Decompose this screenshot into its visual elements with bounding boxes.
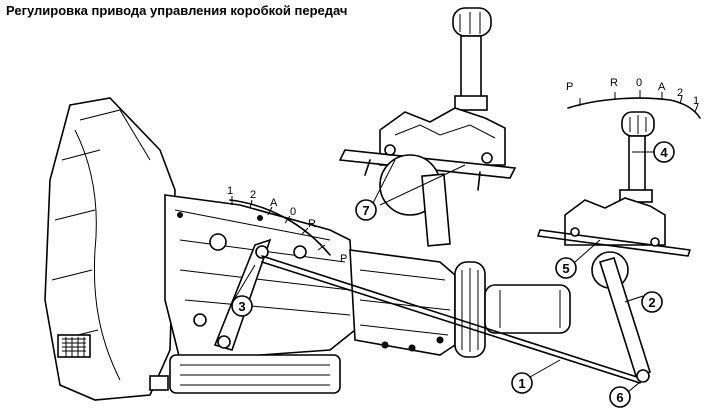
figure-title: Регулировка привода управления коробкой … <box>6 3 348 18</box>
lower-scale-label-p: P <box>340 253 347 265</box>
callout-4: 4 <box>653 141 675 163</box>
lower-scale-label-1: 1 <box>227 185 233 197</box>
callout-3: 3 <box>231 295 253 317</box>
lower-scale-label-a: A <box>270 197 278 209</box>
lower-scale-label-0: 0 <box>290 206 296 218</box>
control-rod <box>261 255 641 384</box>
gearbox-housing <box>44 97 571 401</box>
callout-6: 6 <box>609 386 631 408</box>
upper-scale-label-a: A <box>658 81 666 93</box>
upper-scale-label-r: R <box>610 77 618 89</box>
shifter-detail-right: P R 0 A 2 1 <box>537 77 701 383</box>
leader-lines <box>234 151 655 393</box>
callout-1: 1 <box>511 372 533 394</box>
callout-5: 5 <box>555 257 577 279</box>
lower-gear-scale: 1 2 A 0 R P <box>227 185 347 265</box>
lower-scale-label-r: R <box>308 218 316 230</box>
callout-7: 7 <box>355 199 377 221</box>
callout-label-1: 1 <box>518 376 525 391</box>
upper-scale-label-2: 2 <box>677 87 683 99</box>
upper-scale-label-p: P <box>566 81 573 93</box>
upper-scale-label-1: 1 <box>693 95 699 107</box>
upper-scale-label-0: 0 <box>636 77 642 89</box>
callout-label-7: 7 <box>362 203 369 218</box>
lower-scale-label-2: 2 <box>250 189 256 201</box>
shifter-detail-upper <box>338 7 517 247</box>
callout-label-4: 4 <box>660 145 668 160</box>
callout-label-3: 3 <box>238 299 245 314</box>
gearbox-selector-lever <box>213 238 272 351</box>
callouts: 1 2 3 4 5 6 7 <box>231 141 675 408</box>
callout-label-2: 2 <box>648 295 655 310</box>
callout-label-6: 6 <box>616 390 623 405</box>
callout-label-5: 5 <box>562 261 569 276</box>
callout-2: 2 <box>641 291 663 313</box>
